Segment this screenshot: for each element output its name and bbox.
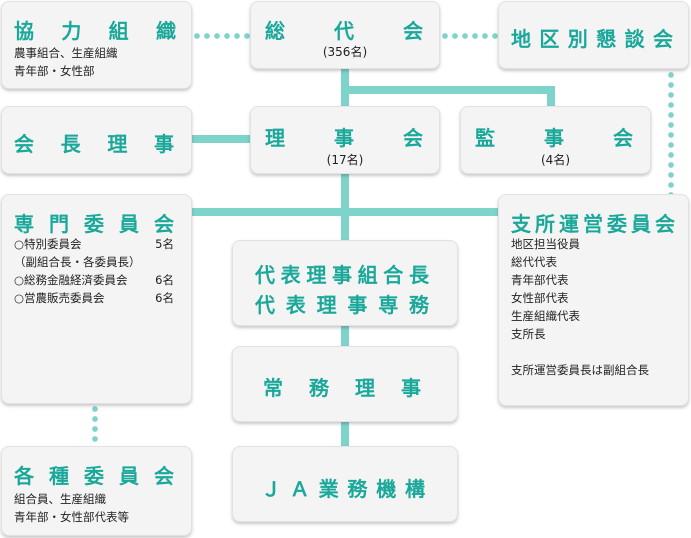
chiku-kondankai-title: 地区別懇談会 <box>511 27 677 51</box>
connector-senmon-shisho <box>190 208 502 216</box>
kanjikai-box: 監事会 (4名) <box>460 106 651 174</box>
shisho-member: 青年部代表 <box>511 273 569 287</box>
shisho-member: 女性部代表 <box>511 291 569 305</box>
dotted-connector-sodaikai-chiku <box>440 33 500 39</box>
jomu-riji-title: 常務理事 <box>263 376 425 400</box>
shisho-member: 総代代表 <box>511 255 557 269</box>
kakushu-iinkai-title: 各種委員会 <box>14 464 178 488</box>
sodaikai-title: 総代会 <box>265 19 427 43</box>
daihyo-riji-senmu: 代表理事専務 <box>255 293 433 317</box>
chiku-kondankai-box: 地区別懇談会 <box>498 1 689 69</box>
shisho-member: 地区担当役員 <box>511 237 580 251</box>
connector-kanji-drop <box>547 86 555 108</box>
shisho-member: 生産組織代表 <box>511 309 580 323</box>
kyoryoku-line-2: 青年部・女性部 <box>14 64 95 78</box>
kaicho-riji-title: 会長理事 <box>14 132 178 156</box>
sodaikai-count: (356名) <box>322 45 368 59</box>
kyoryoku-soshiki-title: 協力組織 <box>14 19 180 43</box>
kakushu-line-2: 青年部・女性部代表等 <box>14 510 129 524</box>
daihyo-riji-kumiaicho: 代表理事組合長 <box>255 263 433 287</box>
kakushu-line-1: 組合員、生産組織 <box>14 492 106 506</box>
senmon-item: （副組合長・各委員長） <box>14 255 141 269</box>
dotted-connector-kyoryoku-sodaikai <box>192 33 252 39</box>
shisho-member: 支所長 <box>511 327 546 341</box>
kaicho-riji-box: 会長理事 <box>1 106 192 174</box>
daihyo-riji-box: 代表理事組合長 代表理事専務 <box>232 240 458 326</box>
shisho-members: 地区担当役員 総代代表 青年部代表 女性部代表 生産組織代表 支所長 <box>511 235 580 343</box>
kyoryoku-soshiki-box: 協力組織 農事組合、生産組織 青年部・女性部 <box>1 1 192 89</box>
dotted-connector-chiku-shisho <box>668 70 674 196</box>
rijikai-box: 理事会 (17名) <box>250 106 440 174</box>
kyoryoku-line-1: 農事組合、生産組織 <box>14 46 118 60</box>
kanjikai-count: (4名) <box>541 153 570 167</box>
connector-jomu-ja <box>341 420 349 450</box>
shisho-unei-iinkai-box: 支所運営委員会 地区担当役員 総代代表 青年部代表 女性部代表 生産組織代表 支… <box>498 194 689 406</box>
rijikai-count: (17名) <box>326 153 364 167</box>
connector-kaicho-rijikai <box>190 135 252 143</box>
shisho-unei-iinkai-title: 支所運営委員会 <box>511 212 679 236</box>
shisho-footer: 支所運営委員長は副組合長 <box>511 363 649 377</box>
dotted-connector-senmon-kakushu <box>92 404 98 446</box>
kanjikai-title: 監事会 <box>475 126 637 150</box>
senmon-iinkai-title: 専門委員会 <box>14 212 178 236</box>
sodaikai-box: 総代会 (356名) <box>250 1 440 69</box>
connector-daihyo-jomu <box>341 324 349 350</box>
connector-horizontal-kanji <box>341 86 555 94</box>
kakushu-iinkai-box: 各種委員会 組合員、生産組織 青年部・女性部代表等 <box>1 446 192 536</box>
jomu-riji-box: 常務理事 <box>232 346 458 422</box>
rijikai-title: 理事会 <box>265 126 427 150</box>
